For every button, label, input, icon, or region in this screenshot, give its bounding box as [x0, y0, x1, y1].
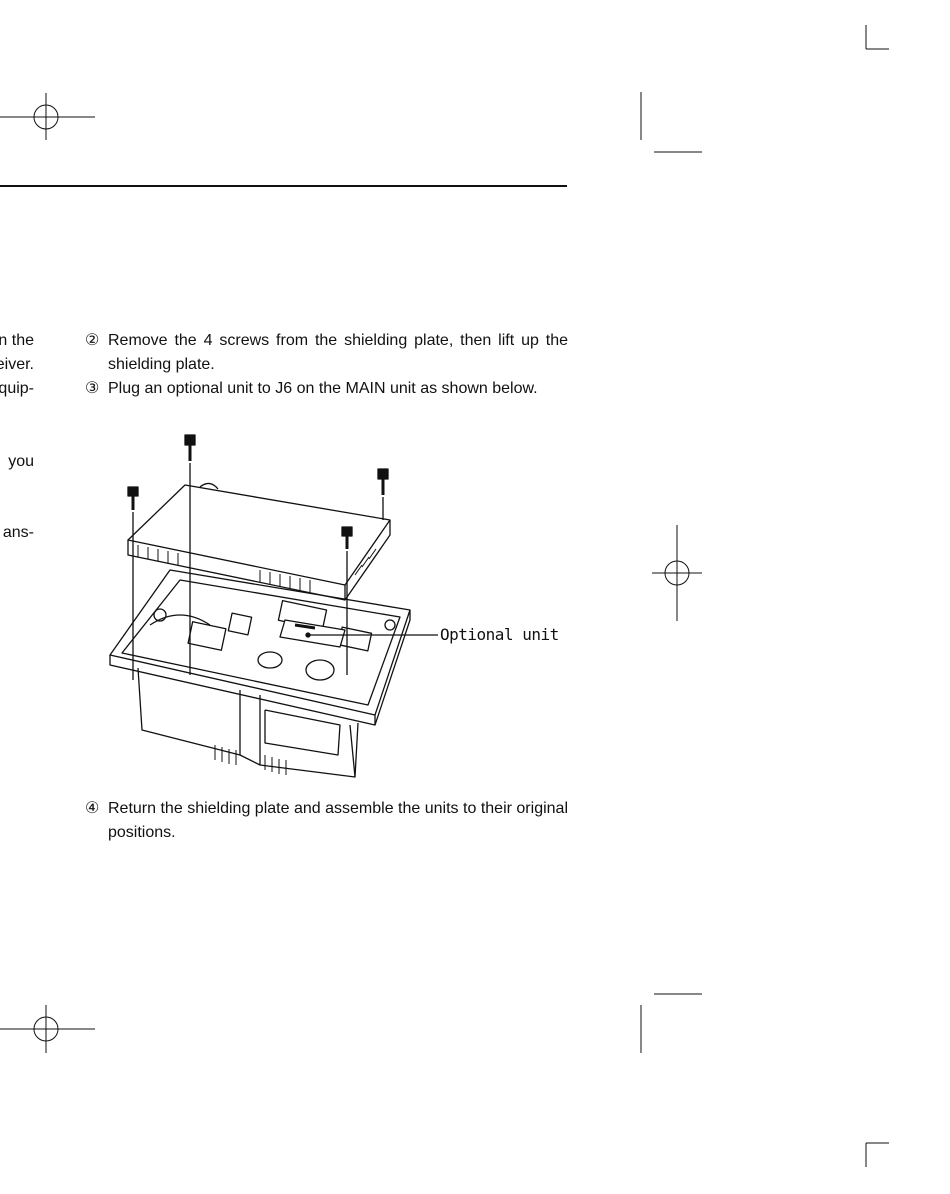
step-text: Plug an optional unit to J6 on the MAIN …	[108, 380, 538, 397]
optional-unit-board	[279, 619, 346, 648]
registration-mark-top-left	[0, 93, 95, 140]
left-column-fragment: ans-	[2, 524, 34, 541]
screw-icon	[341, 526, 353, 549]
optional-unit-callout-label: Optional unit	[440, 625, 559, 644]
crop-mark-bottom-right	[640, 993, 889, 1167]
instruction-step-4: ④ Return the shielding plate and assembl…	[85, 797, 568, 845]
shielding-plate	[127, 482, 391, 601]
left-column-fragment: n the	[0, 332, 34, 349]
step-number: ②	[85, 332, 100, 349]
step-text: Remove the 4 screws from the shielding p…	[108, 332, 568, 373]
main-unit-chassis	[109, 569, 411, 778]
instruction-step-3: ③ Plug an optional unit to J6 on the MAI…	[85, 377, 568, 401]
step-text: Return the shielding plate and assemble …	[108, 800, 568, 841]
registration-mark-right	[652, 525, 702, 621]
step-number: ④	[85, 800, 100, 817]
instruction-step-2: ② Remove the 4 screws from the shielding…	[85, 329, 568, 377]
screw-icon	[184, 434, 196, 461]
left-column-fragment: quip-	[0, 380, 34, 397]
left-column-fragment: eiver.	[0, 356, 34, 373]
crop-mark-top-right	[640, 25, 889, 153]
step-number: ③	[85, 380, 100, 397]
registration-mark-bottom-left	[0, 1005, 95, 1053]
screw-icon	[377, 468, 389, 495]
screw-icon	[127, 486, 139, 510]
header-rule	[0, 185, 567, 187]
assembly-illustration	[109, 434, 438, 778]
left-column-fragment: you	[8, 453, 34, 470]
